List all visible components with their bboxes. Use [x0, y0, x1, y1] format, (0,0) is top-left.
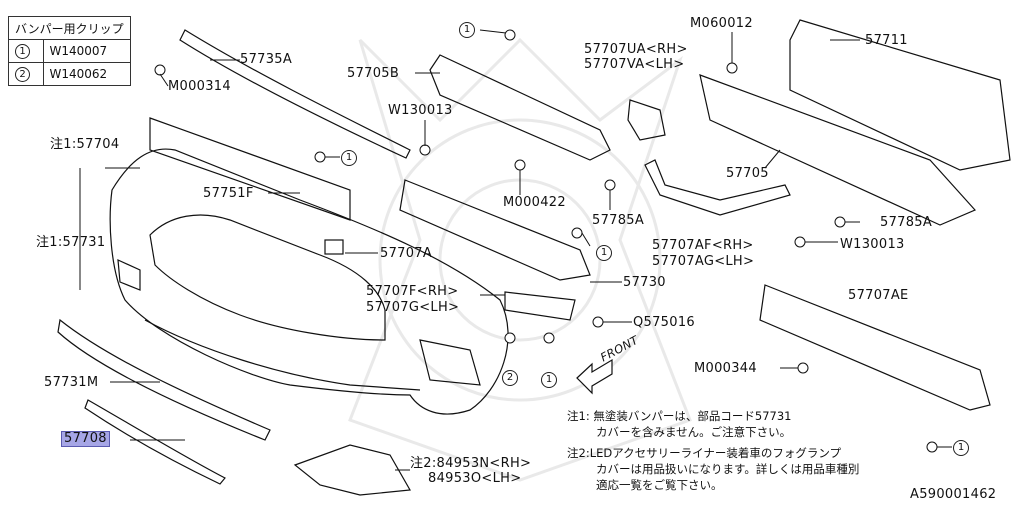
label-57751F: 57751F — [203, 186, 254, 201]
clip-1-top — [504, 29, 516, 41]
label-57704: 注1:57704 — [50, 137, 120, 152]
note-1-line-1: 注1: 無塗装バンパーは、部品コード57731 — [567, 409, 792, 423]
label-57707A: 57707A — [380, 246, 433, 261]
bumper-lower-lip — [144, 319, 421, 391]
label-57711: 57711 — [865, 33, 908, 48]
label-57707VA: 57707VA<LH> — [584, 57, 685, 72]
fastener-57785Aa — [604, 179, 616, 191]
bracket-57707F — [504, 291, 576, 321]
label-M000422: M000422 — [503, 195, 566, 210]
retainer-57751F — [149, 117, 351, 221]
drawing-number: A590001462 — [910, 487, 997, 502]
strip-57735A — [179, 29, 411, 159]
clip-1-low — [543, 332, 555, 344]
label-W130013-upper: W130013 — [388, 103, 453, 118]
fastener-w130013b — [794, 236, 806, 248]
bracket-57707A — [324, 239, 344, 255]
label-57707AF: 57707AF<RH> — [652, 238, 754, 253]
bumper-grille-opening — [149, 214, 386, 341]
clip-table-code: W140062 — [42, 62, 131, 86]
label-57707UA: 57707UA<RH> — [584, 42, 688, 57]
fastener-q575016 — [592, 316, 604, 328]
bumper-fog-right — [419, 339, 481, 386]
label-57705: 57705 — [726, 166, 769, 181]
clip-table-header: バンパー用クリップ — [8, 16, 131, 40]
clip-marker-2: 2 — [502, 370, 518, 386]
bracket-57707AF — [644, 159, 791, 216]
clip-marker-1: 1 — [341, 150, 357, 166]
fastener-w130013a — [419, 144, 431, 156]
clip-marker-1: 1 — [541, 372, 557, 388]
beam-57705 — [699, 74, 977, 226]
label-57707F: 57707F<RH> — [366, 284, 459, 299]
clip-marker-1: 1 — [596, 245, 612, 261]
beam-57707AE — [759, 284, 991, 411]
label-57707G: 57707G<LH> — [366, 300, 460, 315]
note-2-line-2: カバーは用品扱いになります。詳しくは用品車種別 — [596, 462, 860, 476]
label-M000344: M000344 — [694, 361, 757, 376]
clip-table-marker: 2 — [8, 62, 44, 86]
bracket-57705B — [429, 54, 611, 161]
fogcover-84953 — [293, 444, 411, 496]
fastener-m000344 — [797, 362, 809, 374]
bracket-57730 — [399, 179, 591, 281]
label-57785A-left: 57785A — [592, 213, 645, 228]
label-84953O: 84953O<LH> — [428, 471, 522, 486]
clip-2-low — [504, 332, 516, 344]
label-57730: 57730 — [623, 275, 666, 290]
clip-table-code: W140007 — [42, 39, 131, 63]
label-Q575016: Q575016 — [633, 315, 695, 330]
label-57785A-right: 57785A — [880, 215, 933, 230]
clip-1-bottomright — [926, 441, 938, 453]
clip-1-right — [571, 227, 583, 239]
note-2-line-1: 注2:LEDアクセサリーライナー装着車のフォグランプ — [567, 446, 842, 460]
label-57707AE: 57707AE — [848, 288, 909, 303]
label-M000314: M000314 — [168, 79, 231, 94]
bracket-57707UA — [627, 99, 666, 141]
label-M060012: M060012 — [690, 16, 753, 31]
clip-table-marker: 1 — [8, 39, 44, 63]
bumper-cover — [109, 148, 509, 415]
label-84953N: 注2:84953N<RH> — [410, 456, 532, 471]
note-2-line-3: 適応一覧をご覧下さい。 — [596, 478, 723, 492]
undercover-57731M — [57, 318, 271, 441]
clip-1-mid — [314, 151, 326, 163]
note-1-line-2: カバーを含みません。ご注意下さい。 — [596, 425, 792, 439]
fastener-m000314 — [154, 64, 166, 76]
label-57705B: 57705B — [347, 66, 400, 81]
label-57707AG: 57707AG<LH> — [652, 254, 755, 269]
label-57735A: 57735A — [240, 52, 293, 67]
label-57731M: 57731M — [44, 375, 99, 390]
label-W130013-lower: W130013 — [840, 237, 905, 252]
clip-table: バンパー用クリップ 1 W140007 2 W140062 — [8, 16, 131, 86]
clip-marker-1: 1 — [953, 440, 969, 456]
fastener-m060012 — [726, 62, 738, 74]
label-57731: 注1:57731 — [36, 235, 106, 250]
fastener-m000422 — [514, 159, 526, 171]
clip-marker-1: 1 — [459, 22, 475, 38]
label-57708: 57708 — [61, 431, 110, 447]
strip-57708 — [84, 399, 226, 485]
fastener-57785Ab — [834, 216, 846, 228]
front-arrow — [576, 358, 613, 395]
absorber-57711 — [789, 19, 1011, 171]
bumper-fog-left — [117, 259, 141, 291]
